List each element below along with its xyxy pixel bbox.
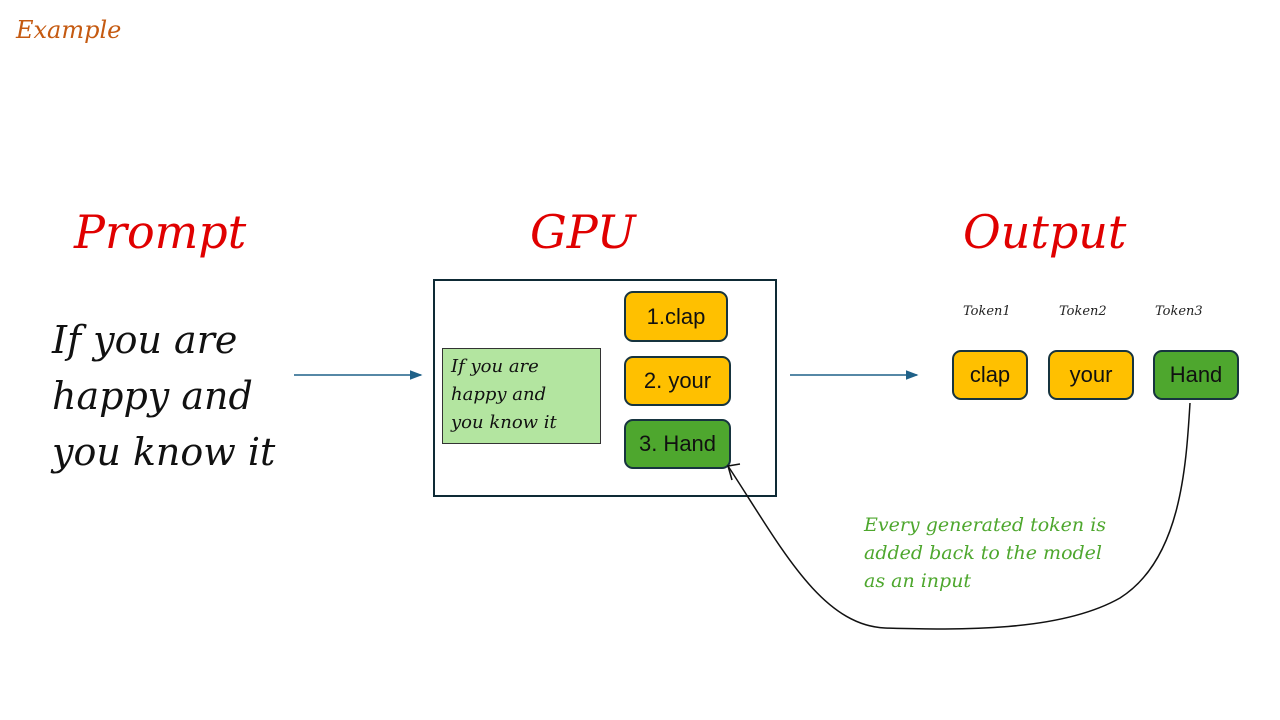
gpu-box	[433, 279, 777, 497]
feedback-arrowhead-icon	[727, 463, 741, 481]
token-header: Token2	[1059, 304, 1107, 319]
token-header: Token1	[963, 304, 1011, 319]
gpu-input-line: you know it	[451, 412, 557, 433]
feedback-note: Every generated token is added back to t…	[864, 511, 1134, 595]
gpu-input-box: If you are happy and you know it	[442, 348, 601, 444]
prompt-line: you know it	[52, 430, 276, 474]
output-token: Hand	[1153, 350, 1239, 400]
gpu-heading: GPU	[530, 205, 636, 259]
prompt-text: If you are happy and you know it	[52, 312, 312, 480]
output-token: clap	[952, 350, 1028, 400]
feedback-loop-arrow	[727, 402, 1191, 630]
output-token: your	[1048, 350, 1134, 400]
gpu-input-line: If you are	[451, 356, 539, 377]
prompt-line: If you are	[52, 318, 238, 362]
output-heading: Output	[963, 205, 1127, 259]
gpu-generated-token: 3. Hand	[624, 419, 731, 469]
prompt-heading: Prompt	[74, 205, 247, 259]
token-header: Token3	[1155, 304, 1203, 319]
gpu-input-line: happy and	[451, 384, 547, 405]
note-line: as an input	[864, 570, 972, 592]
note-line: Every generated token is	[864, 514, 1107, 536]
gpu-generated-token: 2. your	[624, 356, 731, 406]
prompt-line: happy and	[52, 374, 253, 418]
slide-label: Example	[16, 16, 122, 44]
note-line: added back to the model	[864, 542, 1102, 564]
gpu-generated-token: 1.clap	[624, 291, 728, 342]
